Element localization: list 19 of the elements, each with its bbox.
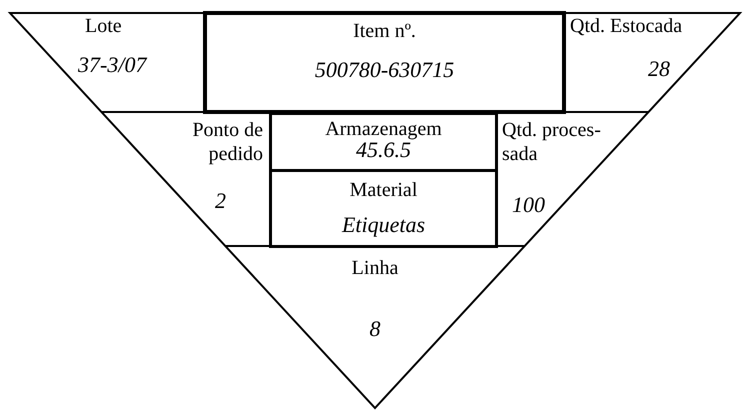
field-label: Lote — [85, 14, 122, 38]
field-label: Ponto de pedido — [191, 118, 263, 166]
field-value: 37-3/07 — [78, 52, 146, 78]
field-value: 28 — [648, 56, 670, 82]
field-value: 2 — [215, 188, 226, 214]
field-label: Armazenagem — [325, 119, 442, 139]
field-label: Linha — [350, 256, 400, 280]
field-value: Etiquetas — [342, 214, 426, 236]
field-box — [269, 169, 498, 248]
field-label: Item nº. — [353, 21, 416, 41]
field-label: Qtd. proces- sada — [502, 118, 602, 166]
field-label: Material — [350, 180, 418, 200]
field-box — [203, 11, 566, 114]
field-label: Qtd. Estocada — [570, 14, 682, 38]
field-value: 8 — [368, 316, 382, 342]
field-value: 500780-630715 — [314, 59, 454, 81]
field-value: 100 — [512, 192, 545, 218]
field-box — [269, 112, 498, 172]
field-value: 45.6.5 — [356, 139, 411, 161]
